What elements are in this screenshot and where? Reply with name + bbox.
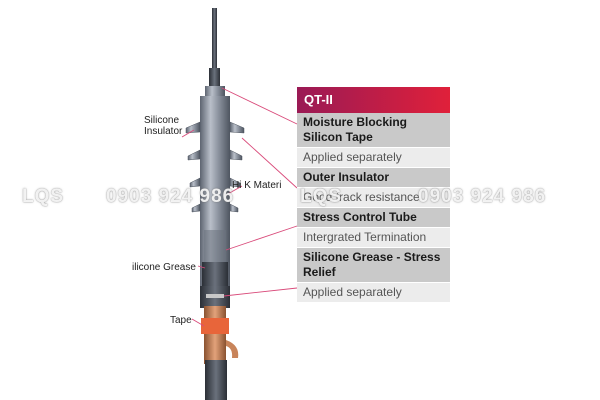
- tape-band: [201, 318, 229, 334]
- panel-row-0: Moisture Blocking Silicon Tape: [297, 113, 450, 148]
- callout-tape: Tape: [170, 315, 192, 326]
- leader-lines: [181, 87, 298, 327]
- panel-row-7: Applied separately: [297, 283, 450, 303]
- callout-silicone-insulator: Silicone Insulator: [144, 115, 183, 137]
- panel-row-4: Stress Control Tube: [297, 208, 450, 228]
- panel-row-6: Silicone Grease - Stress Relief: [297, 248, 450, 283]
- insulator-sheds: [185, 121, 245, 213]
- watermark-brand-left: LQS: [22, 186, 65, 207]
- cable-sheath: [205, 360, 227, 400]
- watermark-phone-left: 0903 924 986: [106, 186, 235, 207]
- panel-row-2: Outer Insulator: [297, 168, 450, 188]
- panel-row-3: Good track resistance: [297, 188, 450, 208]
- callout-hi-k-material: Hi K Materi: [232, 180, 282, 191]
- callout-silicone-grease: ilicone Grease: [132, 262, 196, 273]
- watermark-brand-right: LQS: [300, 186, 343, 207]
- conductor-rod: [209, 8, 220, 90]
- copper-wires: [204, 306, 239, 364]
- watermark-phone-right: 0903 924 986: [418, 186, 547, 207]
- moisture-tape: [205, 86, 225, 98]
- panel-row-1: Applied separately: [297, 148, 450, 168]
- panel-title: QT-II: [297, 87, 450, 113]
- grease-section: [200, 262, 230, 308]
- panel-row-5: Intergrated Termination: [297, 228, 450, 248]
- watermark: LQS 0903 924 986 LQS 0903 924 986: [0, 186, 600, 216]
